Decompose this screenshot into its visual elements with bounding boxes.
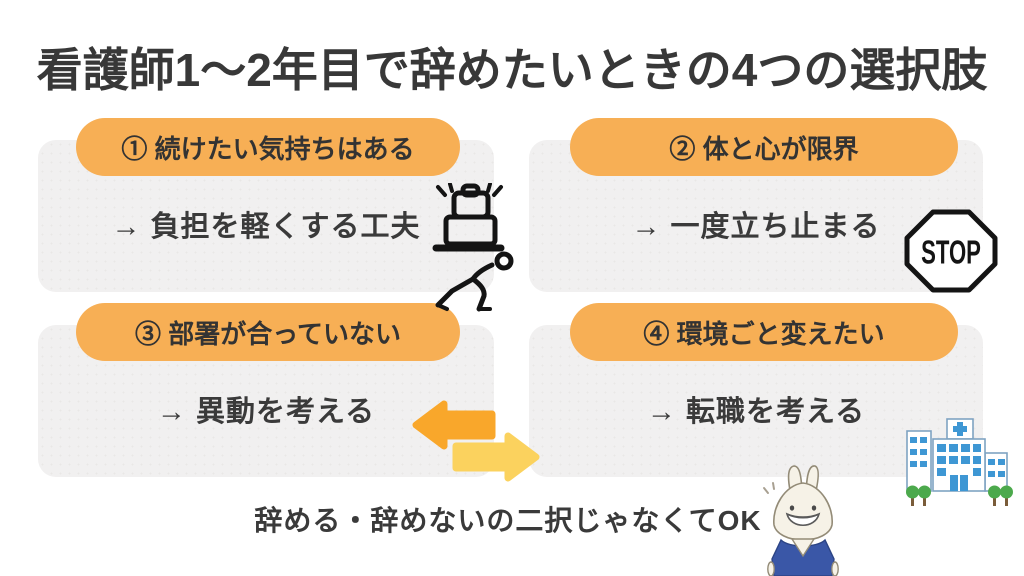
footer-note: 辞める・辞めないの二択じゃなくてOK bbox=[254, 505, 762, 536]
stop-sign-label: STOP bbox=[921, 234, 981, 272]
option-1-action: → 負担を軽くする工夫 bbox=[111, 211, 421, 243]
option-4-action: → 転職を考える bbox=[646, 396, 866, 428]
option-3-header: ③ 部署が合っていない bbox=[76, 303, 460, 361]
rabbit-mascot-icon bbox=[761, 463, 847, 576]
transfer-arrows-icon bbox=[412, 398, 540, 482]
stop-sign-icon: STOP bbox=[903, 209, 998, 293]
option-2-header: ② 体と心が限界 bbox=[570, 118, 958, 176]
option-4-header: ④ 環境ごと変えたい bbox=[570, 303, 958, 361]
option-1-header: ① 続けたい気持ちはある bbox=[76, 118, 460, 176]
page-title: 看護師1〜2年目で辞めたいときの4つの選択肢 bbox=[36, 44, 988, 96]
option-2-action: → 一度立ち止まる bbox=[631, 211, 881, 243]
carrying-luggage-icon bbox=[431, 183, 517, 315]
option-3-action: → 異動を考える bbox=[156, 396, 376, 428]
hospital-icon bbox=[899, 413, 1014, 508]
